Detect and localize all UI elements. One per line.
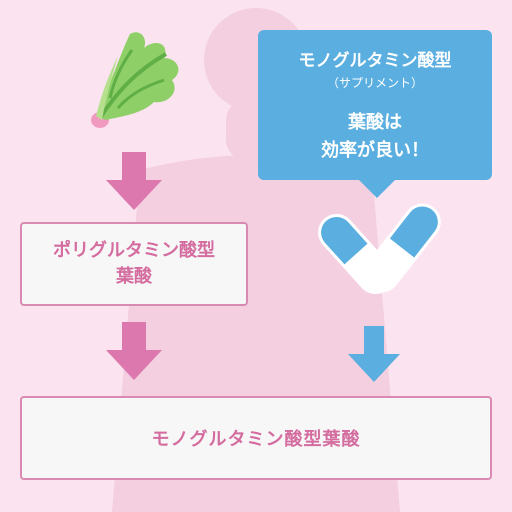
capsule-icon <box>318 203 441 295</box>
bubble-message-line1: 葉酸は <box>348 112 402 133</box>
bubble-subtitle: （サプリメント） <box>326 76 423 90</box>
down-arrow-icon <box>106 322 162 380</box>
monoglutamate-folate-box: モノグルタミン酸型葉酸 <box>20 396 492 480</box>
polyglutamate-label-line1: ポリグルタミン酸型 <box>53 240 215 261</box>
down-arrow-icon <box>348 326 400 382</box>
bubble-tail <box>357 178 397 198</box>
supplement-speech-bubble: モノグルタミン酸型 （サプリメント） 葉酸は 効率が良い！ <box>258 30 492 180</box>
down-arrow-icon <box>106 152 162 210</box>
polyglutamate-folate-box: ポリグルタミン酸型 葉酸 <box>20 222 248 306</box>
bubble-title: モノグルタミン酸型 <box>298 51 452 71</box>
polyglutamate-label-line2: 葉酸 <box>116 266 152 287</box>
monoglutamate-label: モノグルタミン酸型葉酸 <box>151 429 361 450</box>
lettuce-icon <box>91 32 179 128</box>
bubble-message-line2: 効率が良い！ <box>321 140 429 161</box>
